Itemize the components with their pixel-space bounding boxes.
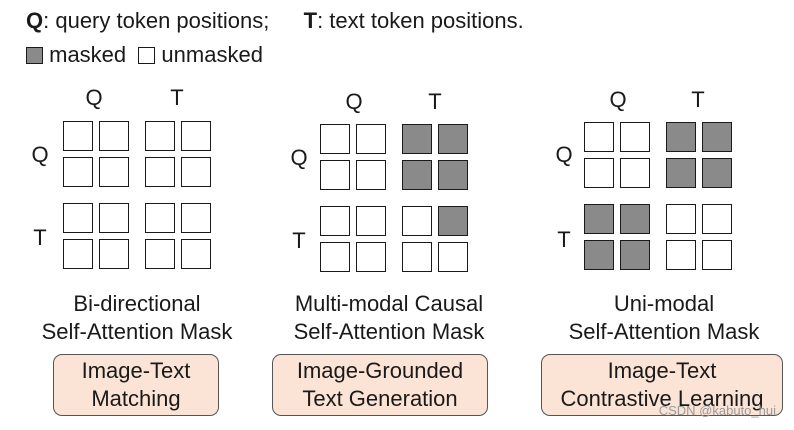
row-label-q: Q	[31, 142, 49, 167]
unmasked-cell	[620, 122, 650, 152]
row-label-q: Q	[555, 142, 573, 167]
watermark: CSDN @kabuto_hui	[658, 403, 776, 418]
unmasked-cell	[181, 121, 211, 151]
column-label-q: Q	[345, 89, 363, 114]
panel-bidirectional: Q T Q T Bi-directional Self-Attention Ma…	[0, 0, 250, 430]
masked-label: masked	[49, 42, 127, 67]
unmasked-cell	[99, 157, 129, 187]
mask-title: Uni-modal Self-Attention Mask	[534, 290, 794, 346]
column-label-t: T	[170, 85, 184, 110]
unmasked-cell	[320, 124, 350, 154]
column-label-q: Q	[609, 87, 627, 112]
masked-cell	[584, 240, 614, 270]
mask-title-line2: Self-Attention Mask	[293, 319, 485, 344]
task-line2: Contrastive Learning	[560, 386, 764, 411]
unmasked-cell	[145, 121, 175, 151]
column-label-t: T	[428, 89, 442, 114]
task-box-image-grounded-text-generation: Image-Grounded Text Generation	[272, 354, 488, 416]
panel-unimodal: Q T Q T Uni-modal Self-Attention Mask Im…	[522, 0, 783, 430]
unmasked-cell	[145, 203, 175, 233]
row-label-t: T	[557, 227, 571, 252]
unmasked-cell	[356, 160, 386, 190]
t-description: : text token positions.	[317, 8, 524, 33]
unmasked-cell	[702, 204, 732, 234]
task-line1: Image-Text	[81, 358, 191, 383]
masked-cell	[438, 124, 468, 154]
unmasked-cell	[63, 239, 93, 269]
masked-cell	[620, 204, 650, 234]
unmasked-cell	[666, 240, 696, 270]
q-symbol: Q	[26, 8, 44, 33]
task-line1: Image-Text	[607, 358, 717, 383]
masked-swatch-icon	[26, 47, 43, 64]
unmasked-cell	[63, 121, 93, 151]
unmasked-cell	[320, 242, 350, 272]
task-box-image-text-matching: Image-Text Matching	[53, 354, 219, 416]
unmasked-cell	[320, 206, 350, 236]
mask-title-line1: Bi-directional	[73, 291, 201, 316]
masked-cell	[620, 240, 650, 270]
task-line1: Image-Grounded	[296, 358, 464, 383]
row-label-t: T	[292, 228, 306, 253]
unmasked-cell	[438, 242, 468, 272]
t-symbol: T	[303, 8, 318, 33]
unmasked-cell	[356, 206, 386, 236]
unmasked-label: unmasked	[161, 42, 263, 67]
column-label-t: T	[691, 87, 705, 112]
unmasked-swatch-icon	[138, 47, 156, 64]
unmasked-cell	[99, 203, 129, 233]
mask-title-line1: Multi-modal Causal	[294, 291, 484, 316]
unmasked-cell	[145, 239, 175, 269]
masked-cell	[438, 206, 468, 236]
unmasked-cell	[620, 158, 650, 188]
panel-multimodal-causal: Q T Q T Multi-modal Causal Self-Attentio…	[256, 0, 506, 430]
masked-cell	[666, 122, 696, 152]
unmasked-cell	[402, 242, 432, 272]
unmasked-cell	[320, 160, 350, 190]
mask-title: Bi-directional Self-Attention Mask	[7, 290, 267, 346]
column-label-q: Q	[85, 85, 103, 110]
q-description: : query token positions;	[43, 8, 270, 33]
masked-cell	[702, 122, 732, 152]
masked-cell	[666, 158, 696, 188]
masked-cell	[584, 204, 614, 234]
unmasked-cell	[584, 158, 614, 188]
unmasked-cell	[99, 121, 129, 151]
unmasked-cell	[99, 239, 129, 269]
legend-symbols-line: Q: query token positions; T: text token …	[26, 8, 524, 34]
mask-title-line2: Self-Attention Mask	[41, 319, 233, 344]
unmasked-cell	[666, 204, 696, 234]
row-label-t: T	[33, 225, 47, 250]
unmasked-cell	[63, 157, 93, 187]
masked-cell	[438, 160, 468, 190]
mask-title: Multi-modal Causal Self-Attention Mask	[259, 290, 519, 346]
unmasked-cell	[584, 122, 614, 152]
legend-mask-line: masked unmasked	[26, 42, 263, 68]
row-label-q: Q	[290, 145, 308, 170]
unmasked-cell	[181, 239, 211, 269]
unmasked-cell	[402, 206, 432, 236]
unmasked-cell	[181, 203, 211, 233]
masked-cell	[702, 158, 732, 188]
task-line2: Matching	[91, 386, 181, 411]
mask-title-line1: Uni-modal	[613, 291, 715, 316]
task-box-image-text-contrastive-learning: Image-Text Contrastive Learning	[541, 354, 783, 416]
unmasked-cell	[356, 242, 386, 272]
task-line2: Text Generation	[302, 386, 458, 411]
masked-cell	[402, 124, 432, 154]
unmasked-cell	[702, 240, 732, 270]
mask-title-line2: Self-Attention Mask	[568, 319, 760, 344]
unmasked-cell	[145, 157, 175, 187]
masked-cell	[402, 160, 432, 190]
unmasked-cell	[63, 203, 93, 233]
unmasked-cell	[181, 157, 211, 187]
unmasked-cell	[356, 124, 386, 154]
